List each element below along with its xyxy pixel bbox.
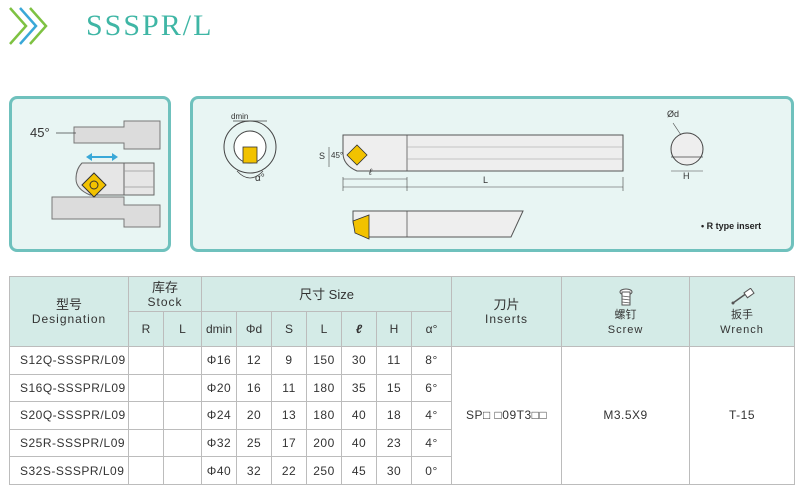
designation-cell: S25R-SSSPR/L09 [9,428,129,458]
size-col-L: L [306,311,343,347]
designation-cell: S12Q-SSSPR/L09 [9,346,129,375]
l-cell: 30 [341,346,378,375]
stock-r-cell [128,428,164,458]
spec-table: 型号 Designation 库存 Stock 尺寸 Size 刀片 Inser… [9,276,796,485]
alpha-cell: 8° [411,346,453,375]
h-cell: 11 [376,346,413,375]
inserts-cell: SP□ □09T3□□ [451,346,563,485]
screw-header: 螺钉 Screw [561,276,691,347]
dmin-cell: Φ32 [201,428,238,458]
dmin-cell: Φ16 [201,346,238,375]
boring-bar-top-view [51,120,161,228]
size-col-dmin: dmin [201,311,238,347]
s-cell: 9 [271,346,308,375]
dmin-cell: Φ20 [201,373,238,403]
angle-label: 45° [30,125,50,140]
chevron-arrows-icon [9,7,48,45]
table-row: S12Q-SSSPR/L09 Φ16 12 9 150 30 11 8° SP□… [9,346,796,485]
stock-l-cell [162,456,203,485]
l-cell: 45 [341,456,378,485]
phid-cell: 20 [236,401,273,430]
L-label: L [483,175,489,185]
stock-r-header: R [128,311,164,347]
size-col-h: H [376,311,413,347]
size-col-l: ℓ [341,311,378,347]
h-label: H [683,171,690,181]
phid-cell: 12 [236,346,273,375]
stock-l-header: L [162,311,203,347]
screw-icon [619,288,633,306]
boring-bar-dimension-drawing [223,120,704,240]
s-cell: 11 [271,373,308,403]
table-row: S16Q-SSSPR/L09 Φ20 16 11 180 35 15 6° [9,373,795,403]
screw-cell: M3.5X9 [561,346,691,485]
stock-l-cell [162,428,203,458]
wrench-icon [731,288,755,305]
table-row: S32S-SSSPR/L09 Φ40 32 22 250 45 30 0° [9,456,795,485]
h-cell: 15 [376,373,413,403]
left-diagram-panel: 45° [9,96,171,252]
stock-r-cell [128,456,164,485]
size-col-s: S [271,311,308,347]
stock-r-cell [128,401,164,430]
s-cell: 13 [271,401,308,430]
page-title: SSSPR/L [86,9,214,42]
phid-cell: 25 [236,428,273,458]
alpha-cell: 4° [411,401,453,430]
L-cell: 150 [306,346,343,375]
wrench-cell: T-15 [689,346,796,485]
designation-cell: S16Q-SSSPR/L09 [9,373,129,403]
alpha-cell: 0° [411,456,453,485]
right-diagram-panel: dmin α° S 45° ℓ L Ød H • R type insert [190,96,794,252]
dmin-label: dmin [231,112,249,121]
phid-cell: 16 [236,373,273,403]
l-cell: 35 [341,373,378,403]
L-cell: 180 [306,373,343,403]
h-cell: 23 [376,428,413,458]
designation-cell: S20Q-SSSPR/L09 [9,401,129,430]
dmin-cell: Φ24 [201,401,238,430]
l-cell: 40 [341,401,378,430]
size-header: 尺寸 Size [201,276,453,312]
stock-l-cell [162,346,203,375]
L-cell: 250 [306,456,343,485]
designation-cell: S32S-SSSPR/L09 [9,456,129,485]
wrench-header: 扳手 Wrench [689,276,796,347]
s-label: S [319,151,326,161]
h-cell: 30 [376,456,413,485]
angle45-label: 45° [331,151,344,160]
stock-header: 库存 Stock [127,276,203,312]
size-col-phid: Φd [236,311,273,347]
table-row: S25R-SSSPR/L09 Φ32 25 17 200 40 23 4° [9,428,795,458]
phid-cell: 32 [236,456,273,485]
size-col-alpha: α° [411,311,453,347]
L-cell: 200 [306,428,343,458]
dmin-cell: Φ40 [201,456,238,485]
stock-r-cell [128,373,164,403]
alpha-cell: 4° [411,428,453,458]
alpha-cell: 6° [411,373,453,403]
designation-header: 型号 Designation [9,276,129,347]
alpha-label: α° [255,173,265,184]
inserts-header: 刀片 Inserts [451,276,563,347]
stock-r-cell [128,346,164,375]
phi-d-label: Ød [667,109,680,119]
stock-l-cell [162,401,203,430]
s-cell: 22 [271,456,308,485]
h-cell: 18 [376,401,413,430]
s-cell: 17 [271,428,308,458]
l-cell: 40 [341,428,378,458]
l-small-label: ℓ [369,167,372,177]
stock-l-cell [162,373,203,403]
page-header: SSSPR/L [6,4,213,48]
r-type-note: • R type insert [701,221,762,231]
L-cell: 180 [306,401,343,430]
